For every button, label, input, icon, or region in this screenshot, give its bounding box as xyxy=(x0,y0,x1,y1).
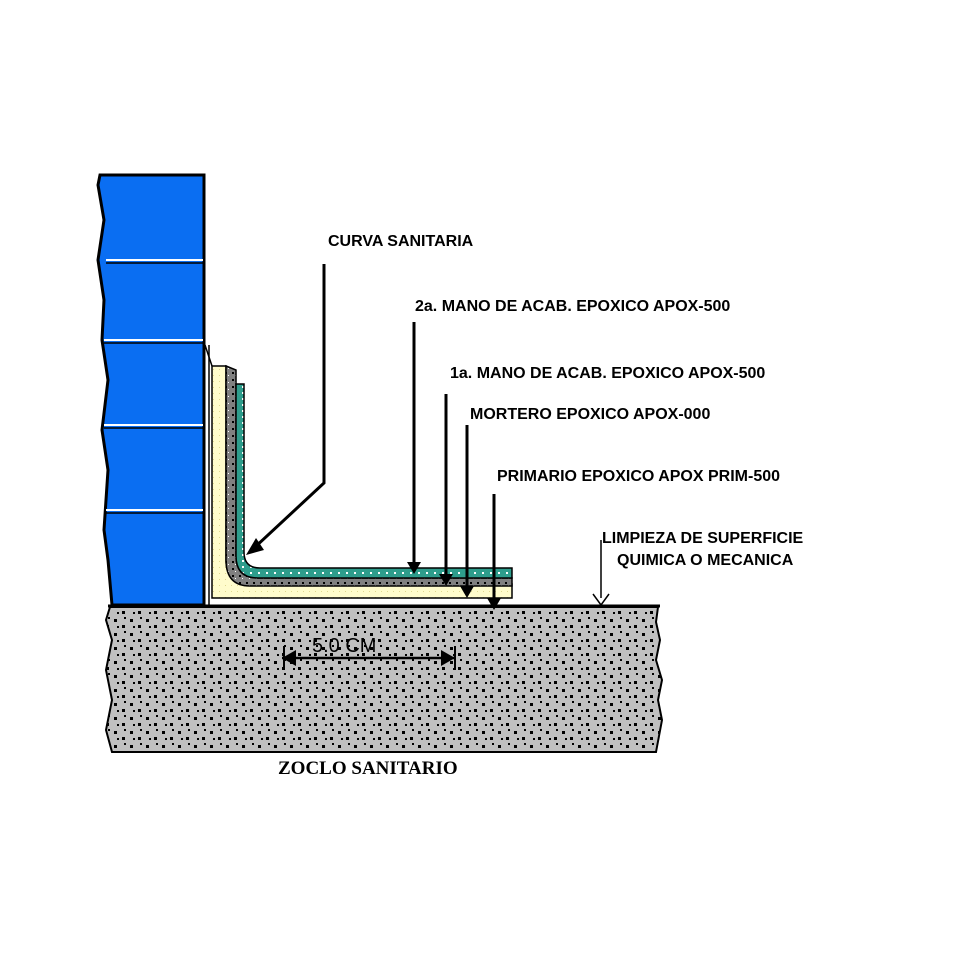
arrow-heads xyxy=(246,538,501,610)
label-primario: PRIMARIO EPOXICO APOX PRIM-500 xyxy=(497,468,780,485)
dimension-line: 5.0 CM xyxy=(282,635,456,670)
coating-layers xyxy=(211,364,513,599)
label-limpieza-line2: QUIMICA O MECANICA xyxy=(617,552,794,569)
label-mano-1: 1a. MANO DE ACAB. EPOXICO APOX-500 xyxy=(450,365,765,382)
finish-layer xyxy=(235,383,513,579)
brick-wall xyxy=(96,173,206,607)
leader-lines xyxy=(252,264,602,602)
label-curva-sanitaria: CURVA SANITARIA xyxy=(328,233,474,250)
label-mortero: MORTERO EPOXICO APOX-000 xyxy=(470,406,710,423)
label-mano-2: 2a. MANO DE ACAB. EPOXICO APOX-500 xyxy=(415,298,730,315)
diagram-caption: ZOCLO SANITARIO xyxy=(278,758,458,779)
concrete-slab xyxy=(104,606,664,753)
dimension-label: 5.0 CM xyxy=(312,635,376,657)
brick-joints xyxy=(104,259,203,511)
mortar-layer xyxy=(225,364,513,587)
curva-leader xyxy=(252,264,326,550)
label-limpieza-line1: LIMPIEZA DE SUPERFICIE xyxy=(602,530,804,547)
